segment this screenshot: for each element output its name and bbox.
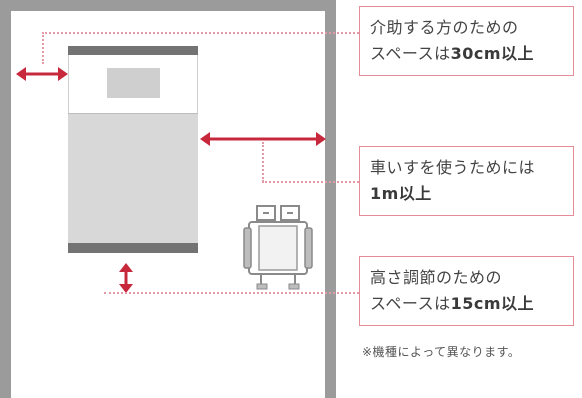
bed-headboard (68, 46, 198, 55)
leader-line-caregiver-horizontal (42, 32, 359, 35)
leader-line-wheelchair-vertical (262, 142, 265, 182)
height-adjust-prefix: スペースは (370, 294, 451, 313)
wheelchair-space-value: 1m以上 (370, 184, 432, 203)
wheelchair-space-line1: 車いすを使うためには (370, 158, 536, 177)
wheelchair-space-arrow-icon (200, 132, 326, 146)
care-bed (68, 46, 198, 253)
height-adjust-value: 15cm以上 (450, 294, 535, 313)
room-wall-right (325, 0, 336, 398)
bed-blanket (68, 114, 198, 244)
model-note: ※機種によって異なります。 (362, 345, 521, 359)
height-adjust-line1: 高さ調節のための (370, 268, 503, 287)
height-adjust-line2: スペースは15cm以上 (370, 291, 563, 317)
leader-line-caregiver-vertical (42, 32, 45, 64)
bed-pillow-area (68, 55, 198, 113)
caregiver-space-line1: 介助する方のための (370, 18, 519, 37)
caregiver-space-value: 30cm以上 (450, 44, 535, 63)
leader-line-wheelchair-horizontal (262, 181, 359, 184)
caregiver-space-prefix: スペースは (370, 44, 451, 63)
leader-line-height-horizontal (104, 292, 359, 295)
wheelchair-icon (243, 205, 313, 290)
wheelchair-space-callout: 車いすを使うためには 1m以上 (359, 146, 574, 216)
wheelchair-space-line2: 1m以上 (370, 181, 563, 207)
caregiver-space-arrow-icon (16, 67, 68, 81)
bed-pillow (107, 68, 160, 98)
bed-footboard (68, 243, 198, 253)
height-adjust-arrow-icon (119, 263, 133, 293)
caregiver-space-callout: 介助する方のための スペースは30cm以上 (359, 6, 574, 76)
room-wall-top (0, 0, 336, 11)
caregiver-space-line2: スペースは30cm以上 (370, 41, 563, 67)
height-adjust-callout: 高さ調節のための スペースは15cm以上 (359, 256, 574, 326)
room-wall-left (0, 0, 11, 398)
